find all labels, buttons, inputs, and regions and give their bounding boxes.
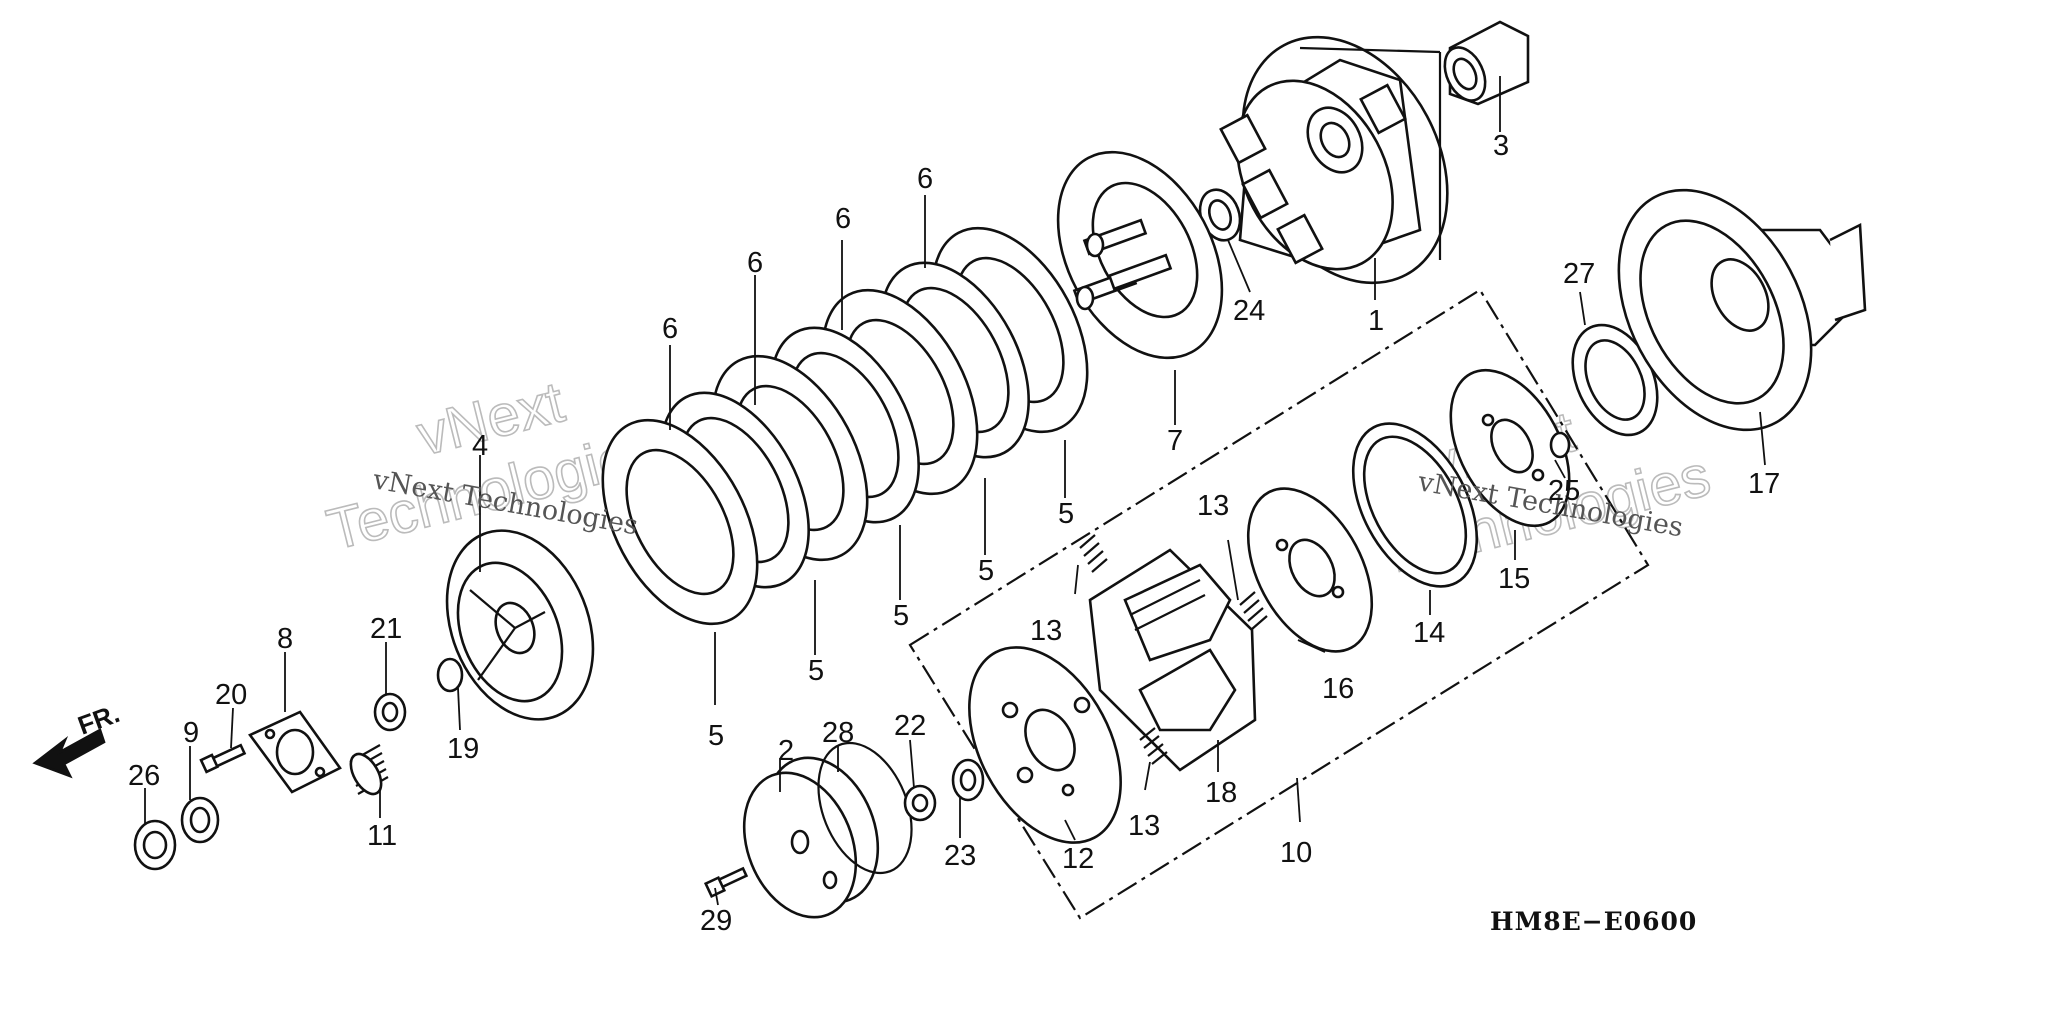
drive-plate-12 [968,646,1122,844]
plate-16 [1246,487,1374,653]
clutch-disc-stack [601,226,1089,626]
small-part-25 [1549,431,1571,459]
bearing-holder-plate [248,710,342,794]
drive-plate-cover [742,756,880,919]
callout-6: 6 [835,203,851,235]
callout-4: 4 [472,430,488,462]
clutch-weight-assembly [1088,548,1257,772]
callout-25: 25 [1548,475,1580,507]
callout-22: 22 [894,710,926,742]
washer-23 [951,758,985,802]
nut-21 [373,692,407,732]
callout-labels: 1 2 3 4 5 5 5 5 5 6 6 6 6 7 8 9 10 11 12… [128,130,1780,937]
callout-6: 6 [917,163,933,195]
clutch-outer-housing [1219,35,1449,285]
callout-8: 8 [277,623,293,655]
callout-2: 2 [778,735,794,767]
direction-label: FR. [74,698,124,741]
callout-29: 29 [700,905,732,937]
callout-20: 20 [215,679,247,711]
callout-5: 5 [978,555,994,587]
callout-13: 13 [1128,810,1160,842]
callout-17: 17 [1748,468,1780,500]
thrust-washer-24 [1198,188,1242,242]
callout-3: 3 [1493,130,1509,162]
assembly-boundary-box [908,288,1650,920]
pressure-plate [1056,150,1224,360]
bolt-29 [703,866,749,899]
callout-5: 5 [1058,498,1074,530]
callout-5: 5 [893,600,909,632]
leader-lines [144,76,1766,906]
callout-19: 19 [447,733,479,765]
callout-16: 16 [1322,673,1354,705]
callout-24: 24 [1233,295,1265,327]
spring-11 [349,744,389,796]
diagram-code: HM8E−E0600 [1490,907,1697,936]
callout-28: 28 [822,717,854,749]
callout-27: 27 [1563,258,1595,290]
callout-26: 26 [128,760,160,792]
callout-6: 6 [662,313,678,345]
bolt-20 [199,743,247,774]
callout-11: 11 [367,820,397,852]
callout-5: 5 [708,720,724,752]
washer-19 [436,657,464,693]
gasket-28 [817,741,913,875]
callout-5: 5 [808,655,824,687]
callout-18: 18 [1205,777,1237,809]
callout-12: 12 [1062,843,1094,875]
plate-15 [1449,368,1571,528]
callout-21: 21 [370,613,402,645]
callout-23: 23 [944,840,976,872]
ring-14 [1351,422,1479,588]
callout-9: 9 [183,717,199,749]
bearing-26 [133,819,177,871]
oil-seal-9 [180,796,220,844]
callout-1: 1 [1368,305,1384,337]
callout-15: 15 [1498,563,1530,595]
callout-6: 6 [747,247,763,279]
callout-13: 13 [1030,615,1062,647]
one-way-clutch-27 [1571,323,1659,437]
callout-10: 10 [1280,837,1312,869]
clutch-center-hub [445,529,595,721]
callout-14: 14 [1413,617,1445,649]
collar-bushing [1443,20,1530,106]
callout-13: 13 [1197,490,1229,522]
clutch-drum-17 [1617,188,1867,432]
springs-13 [1079,534,1268,765]
nut-22 [903,784,937,822]
callout-7: 7 [1167,425,1183,457]
front-direction-arrow: FR. [32,698,124,779]
